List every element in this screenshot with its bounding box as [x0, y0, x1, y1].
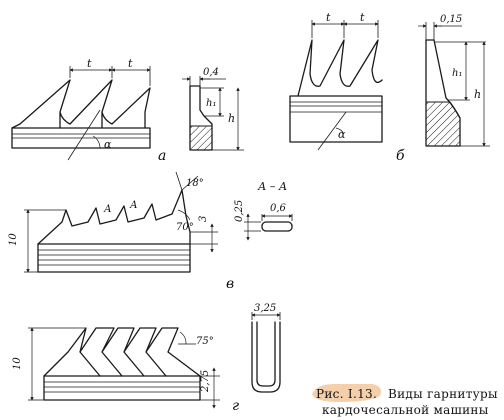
part-v-cut-mark-right: А [129, 200, 138, 211]
part-b-teeth [297, 39, 383, 97]
part-g-profile-width: 3,25 [254, 303, 276, 314]
part-g-base-dim: 2,75 [200, 370, 211, 393]
part-a-drawing: t t α а [11, 57, 166, 164]
part-v-angle-side: 70° [176, 222, 194, 233]
part-a-section-h1: h₁ [206, 98, 216, 109]
part-g-base [43, 375, 201, 401]
part-b-section-h: h [474, 88, 481, 101]
part-b-pitch-left: t [326, 11, 331, 24]
part-g-label: г [232, 398, 239, 414]
part-b-section: 0,15 h₁ h [418, 14, 490, 147]
part-v-section-title: А – А [257, 180, 287, 193]
caption-highlight [312, 384, 381, 402]
part-b-section-h1: h₁ [452, 68, 462, 79]
part-v-section-profile [261, 221, 293, 232]
part-a-pitch-left: t [87, 57, 92, 70]
part-v-depth: 3 [198, 216, 209, 222]
part-b-base [289, 95, 383, 143]
part-g-height: 10 [12, 357, 23, 370]
part-b-pitch-right: t [360, 11, 365, 24]
part-b-section-top: 0,15 [440, 14, 462, 25]
part-g-section-profile [251, 321, 281, 393]
part-g-angle: 75° [196, 336, 214, 347]
part-a-label: а [158, 148, 166, 164]
part-a-section-h: h [228, 112, 235, 125]
part-v-section-width: 0,6 [270, 203, 287, 214]
part-g-chevrons [43, 327, 201, 377]
part-v-cut-mark-left: А [103, 204, 112, 215]
part-v-section: А – А 0,6 0,25 [234, 180, 293, 241]
caption-line2: кардочесальной машины [322, 403, 489, 417]
part-v-label: в [226, 276, 234, 292]
caption-line1: Виды гарнитуры [388, 387, 498, 401]
part-b-drawing: t t α б [289, 11, 405, 164]
part-v-needles [37, 189, 191, 245]
caption-prefix: Рис. I.13. [316, 387, 377, 401]
part-b-angle: α [338, 128, 346, 141]
part-v-height: 10 [8, 233, 19, 246]
part-a-pitch-right: t [128, 57, 133, 70]
part-v-drawing: 10 18° 70° 3 А А в [8, 171, 234, 292]
part-a-angle: α [104, 138, 112, 151]
caption: Рис. I.13. Виды гарнитуры кардочесальной… [312, 384, 498, 417]
part-a-section-top: 0,4 [203, 67, 219, 78]
part-b-label: б [396, 148, 405, 164]
part-v-base [37, 243, 191, 273]
part-a-section: 0,4 h₁ h [182, 67, 244, 151]
part-v-angle-top: 18° [186, 178, 204, 189]
part-a-teeth [11, 79, 151, 129]
part-a-base [11, 127, 151, 149]
part-v-section-thick: 0,25 [234, 200, 245, 222]
part-g-drawing: 10 75° 2,75 г [12, 327, 239, 414]
part-g-section: 3,25 [251, 303, 281, 393]
